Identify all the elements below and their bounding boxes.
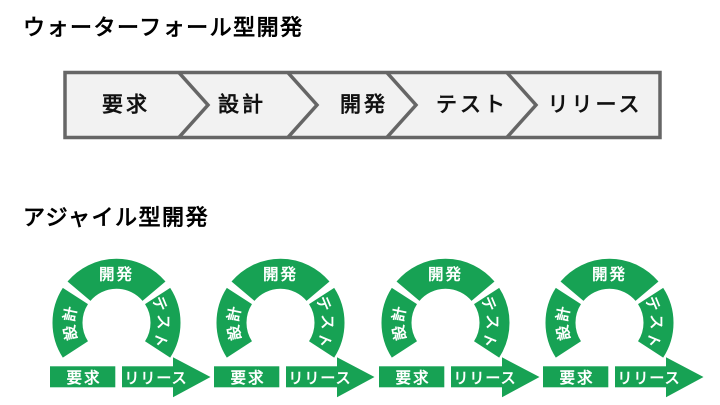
cycle-label-release: リリース xyxy=(453,370,516,387)
cycle-arc-develop xyxy=(67,258,166,302)
release-arrowhead-icon xyxy=(502,357,540,398)
cycle-label-develop: 開発 xyxy=(263,265,298,284)
cycle-arc-develop xyxy=(231,258,330,302)
cycle-label-requirements: 要求 xyxy=(230,368,265,387)
waterfall-bar-svg: 要求 設計 開発 テスト リリース xyxy=(63,70,662,140)
agile-cycle-unit: 開発テスト設計要求リリース xyxy=(374,255,541,402)
cycle-band-requirements xyxy=(50,366,116,388)
cycle-label-release: リリース xyxy=(288,370,351,387)
stage-chevron-separator xyxy=(505,71,539,139)
waterfall-stage-label: 開発 xyxy=(340,94,388,117)
cycle-label-test: テスト xyxy=(148,294,171,352)
cycle-label-test: テスト xyxy=(477,294,500,352)
agile-cycle-svg: 開発テスト設計要求リリース xyxy=(379,258,540,398)
waterfall-section-title: ウォーターフォール型開発 xyxy=(23,15,304,40)
cycle-arc-develop xyxy=(396,258,495,302)
cycle-arc-design xyxy=(381,287,418,358)
agile-cycle-unit: 開発テスト設計要求リリース xyxy=(538,255,705,402)
waterfall-stage-label: リリース xyxy=(548,94,643,117)
cycle-arc-test xyxy=(144,287,181,358)
cycle-label-develop: 開発 xyxy=(592,265,627,284)
stage-chevron-separator xyxy=(177,71,211,139)
cycle-band-release xyxy=(615,366,667,388)
stage-chevron-separator xyxy=(385,71,419,139)
stage-chevron-separator xyxy=(286,71,320,139)
cycle-arc-design xyxy=(216,287,253,358)
cycle-arc-test xyxy=(308,287,345,358)
agile-section-title: アジャイル型開発 xyxy=(23,205,210,230)
release-arrowhead-icon xyxy=(173,357,211,398)
agile-cycle-svg: 開発テスト設計要求リリース xyxy=(50,258,211,398)
cycle-band-requirements xyxy=(543,366,609,388)
release-arrowhead-icon xyxy=(666,357,704,398)
cycle-arc-test xyxy=(637,287,674,358)
cycle-label-requirements: 要求 xyxy=(395,368,430,387)
cycle-label-develop: 開発 xyxy=(99,265,134,284)
waterfall-bar-outline xyxy=(63,70,662,140)
cycle-arc-test xyxy=(473,287,510,358)
cycle-band-release xyxy=(122,366,174,388)
waterfall-stage-label: テスト xyxy=(436,94,508,117)
cycle-arc-develop xyxy=(560,258,659,302)
waterfall-stage-label: 設計 xyxy=(218,93,266,117)
cycle-label-release: リリース xyxy=(124,370,187,387)
agile-cycle-svg: 開発テスト設計要求リリース xyxy=(214,258,375,398)
release-arrowhead-icon xyxy=(337,357,375,398)
waterfall-flow-bar: 要求 設計 開発 テスト リリース xyxy=(63,70,663,142)
waterfall-stage-label: 要求 xyxy=(102,94,150,117)
cycle-label-requirements: 要求 xyxy=(559,368,594,387)
cycle-arc-design xyxy=(545,287,582,358)
cycle-label-requirements: 要求 xyxy=(66,368,101,387)
agile-cycle-unit: 開発テスト設計要求リリース xyxy=(45,255,212,402)
cycle-band-requirements xyxy=(379,366,445,388)
cycle-label-test: テスト xyxy=(312,294,335,352)
agile-cycle-svg: 開発テスト設計要求リリース xyxy=(543,258,704,398)
cycle-label-test: テスト xyxy=(641,294,664,352)
agile-cycle-unit: 開発テスト設計要求リリース xyxy=(209,255,376,402)
cycle-label-develop: 開発 xyxy=(428,265,463,284)
cycle-label-release: リリース xyxy=(617,370,680,387)
cycle-band-requirements xyxy=(214,366,280,388)
cycle-band-release xyxy=(451,366,503,388)
cycle-arc-design xyxy=(52,287,89,358)
cycle-band-release xyxy=(286,366,338,388)
